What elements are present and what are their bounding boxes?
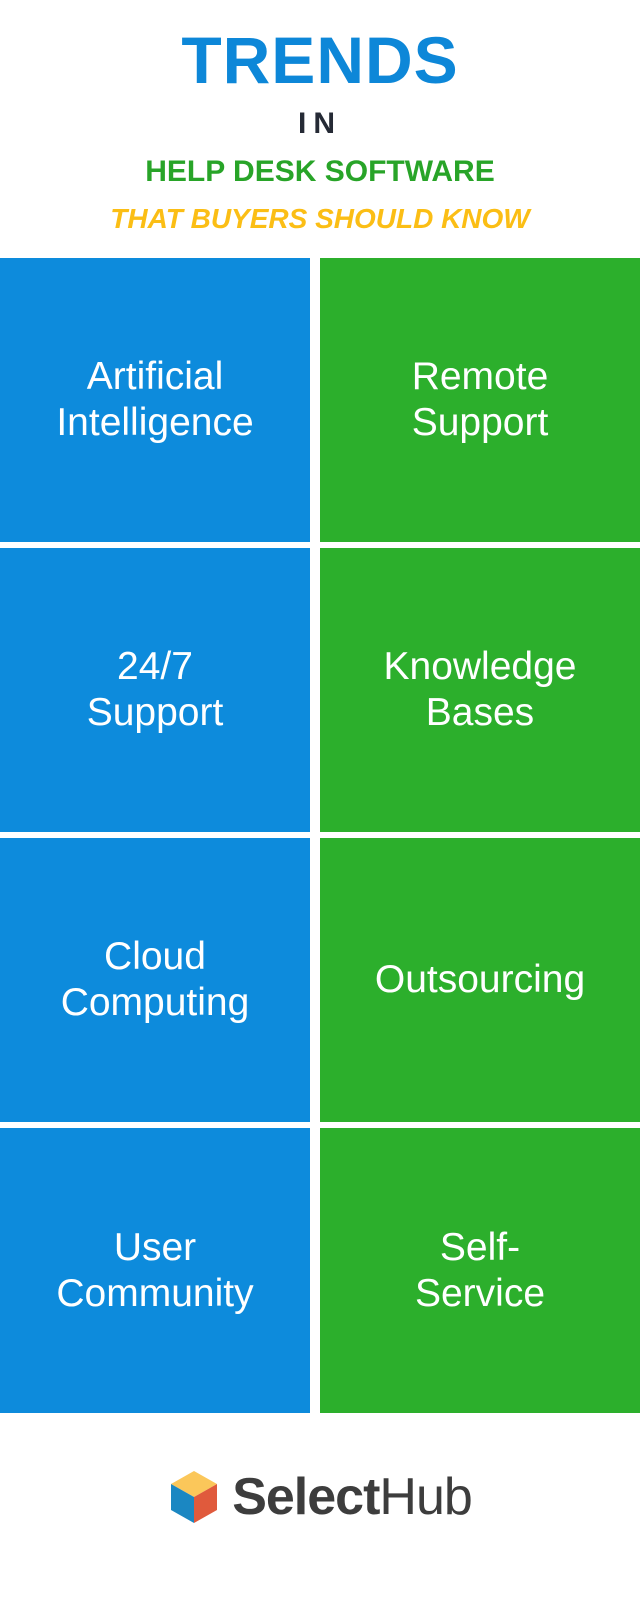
trend-tile-label: 24/7 Support — [86, 645, 224, 735]
page-title: TRENDS — [181, 23, 459, 97]
trend-tile[interactable]: Cloud Computing — [0, 838, 310, 1123]
trend-tile-label: Knowledge Bases — [383, 645, 577, 735]
trend-tile[interactable]: Remote Support — [320, 257, 640, 542]
title-connector: IN — [298, 107, 342, 141]
trend-tile[interactable]: Outsourcing — [320, 838, 640, 1123]
title-subject: HELP DESK SOFTWARE — [145, 155, 495, 189]
trend-tile-label: Cloud Computing — [60, 935, 250, 1025]
trend-tile[interactable]: Knowledge Bases — [320, 547, 640, 833]
trend-tile[interactable]: Artificial Intelligence — [0, 257, 310, 542]
selecthub-wordmark: SelectHub — [232, 1468, 473, 1527]
wordmark-hub: Hub — [379, 1468, 472, 1527]
trend-tile-label: Artificial Intelligence — [56, 354, 254, 444]
wordmark-select: Select — [232, 1468, 380, 1527]
trend-tile-label: Outsourcing — [374, 958, 586, 1002]
trend-tile-label: User Community — [56, 1225, 254, 1315]
trend-tile-label: Remote Support — [411, 354, 549, 444]
trend-tile-grid: Artificial Intelligence Remote Support 2… — [0, 257, 640, 1413]
brand-footer: SelectHub — [0, 1413, 640, 1600]
header: TRENDS IN HELP DESK SOFTWARE THAT BUYERS… — [0, 0, 640, 238]
title-tagline: THAT BUYERS SHOULD KNOW — [110, 203, 530, 235]
trend-tile[interactable]: Self- Service — [320, 1128, 640, 1413]
selecthub-cube-icon — [171, 1471, 218, 1524]
trend-tile[interactable]: User Community — [0, 1128, 310, 1413]
trend-tile-label: Self- Service — [414, 1225, 546, 1315]
trend-tile[interactable]: 24/7 Support — [0, 547, 310, 833]
